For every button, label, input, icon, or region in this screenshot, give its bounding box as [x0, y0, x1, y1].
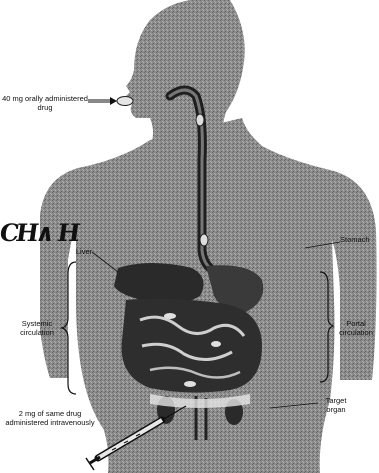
- systemic-circulation-label: Systemic circulation: [14, 320, 60, 337]
- oral-arrow: [88, 97, 117, 105]
- stomach-label: Stomach: [340, 236, 379, 245]
- liver-label: Liver: [72, 248, 96, 257]
- pill-icon: [196, 114, 204, 126]
- oral-dose-label: 40 mg orally administered drug: [2, 95, 88, 112]
- pill-icon: [117, 97, 133, 106]
- iv-dose-label: 2 mg of same drug administered intraveno…: [0, 410, 100, 427]
- portal-circulation-label: Portal circulation: [334, 320, 378, 337]
- handwritten-annotation: CH∧ H: [0, 218, 79, 247]
- pill-icon: [200, 234, 208, 246]
- target-organ-label: Target organ: [316, 397, 356, 414]
